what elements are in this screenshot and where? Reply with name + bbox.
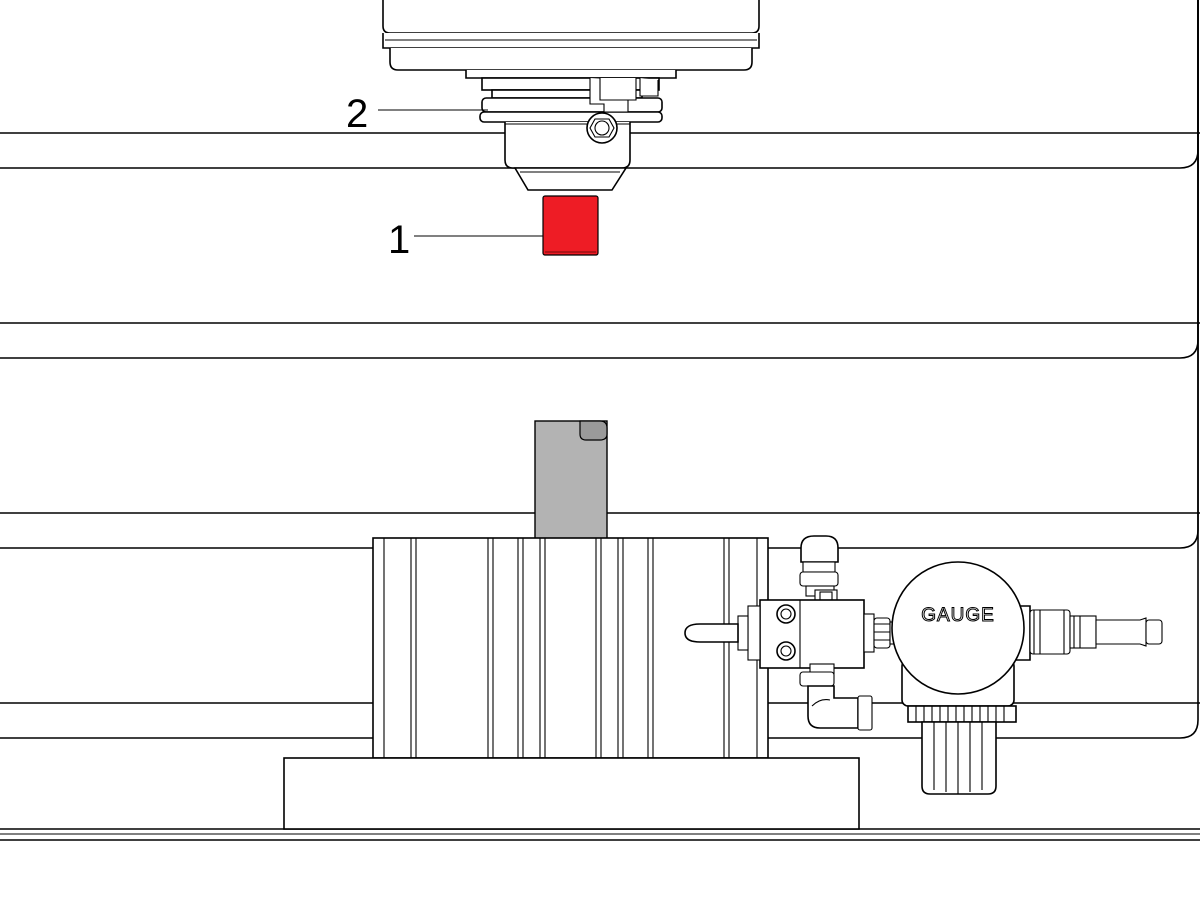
gauge-dial [891, 561, 1025, 695]
highlighted-tool-part [542, 195, 599, 256]
callout-2-label: 2 [346, 92, 368, 136]
callout-2: 2 [346, 92, 488, 136]
gauge-label: GAUGE [921, 605, 995, 626]
gauge-assembly: GAUGE [891, 561, 1163, 795]
fixture-block [283, 537, 860, 830]
tool-holder [479, 77, 663, 191]
valve-assembly [684, 535, 899, 731]
callout-1-label: 1 [388, 218, 410, 262]
test-rod [534, 420, 608, 543]
spindle-head [382, 0, 760, 79]
callout-1: 1 [388, 218, 543, 262]
